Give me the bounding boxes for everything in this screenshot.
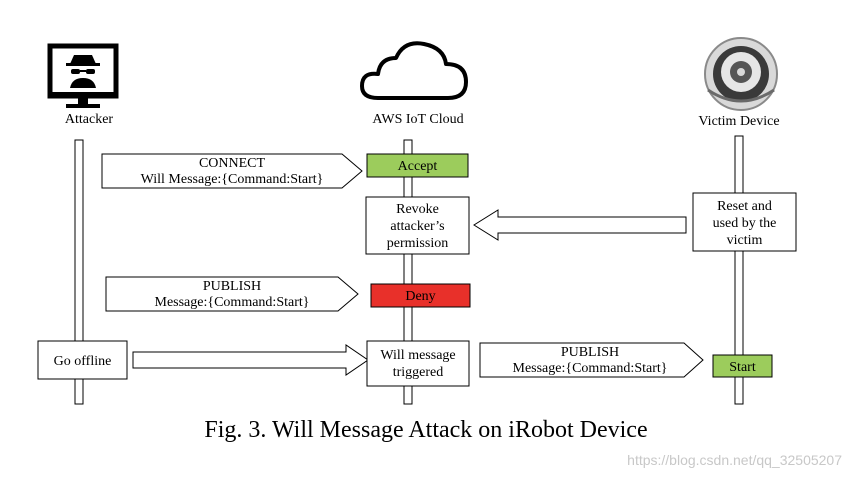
- cloud-lifeline: [403, 139, 413, 405]
- publish-cloud-line-2: Message:{Command:Start}: [513, 361, 668, 376]
- revoke-line-1: Revoke: [396, 202, 439, 217]
- revoke-line-2: attacker’s: [390, 219, 444, 234]
- publish-cloud-line-1: PUBLISH: [561, 345, 619, 360]
- start-label: Start: [729, 360, 756, 375]
- victim-lifeline: [734, 135, 744, 405]
- revoke-arrow: [473, 209, 687, 241]
- reset-line-2: used by the: [713, 216, 777, 231]
- figure-caption: Fig. 3. Will Message Attack on iRobot De…: [204, 417, 648, 443]
- deny-box: Deny: [370, 283, 471, 308]
- revoke-box: Revoke attacker’s permission: [365, 196, 470, 255]
- cloud-icon: [360, 41, 468, 100]
- connect-arrow: CONNECT Will Message:{Command:Start}: [101, 153, 363, 189]
- reset-box: Reset and used by the victim: [692, 192, 797, 252]
- robot-vacuum-icon: [704, 37, 778, 111]
- will-triggered-line-2: triggered: [393, 365, 444, 380]
- publish-attacker-line-2: Message:{Command:Start}: [155, 295, 310, 310]
- accept-label: Accept: [398, 159, 438, 174]
- publish-attacker-arrow: PUBLISH Message:{Command:Start}: [105, 276, 359, 312]
- cloud-label: AWS IoT Cloud: [372, 112, 463, 127]
- go-offline-box: Go offline: [37, 340, 128, 380]
- deny-label: Deny: [405, 289, 435, 304]
- will-triggered-line-1: Will message: [380, 348, 455, 363]
- attacker-label: Attacker: [65, 112, 114, 127]
- reset-line-3: victim: [727, 233, 763, 248]
- will-triggered-box: Will message triggered: [366, 340, 470, 387]
- victim-label: Victim Device: [698, 114, 779, 129]
- accept-box: Accept: [366, 153, 469, 178]
- attacker-lifeline: [74, 139, 84, 405]
- connect-line-1: CONNECT: [199, 156, 266, 171]
- offline-arrow: [132, 344, 369, 376]
- start-box: Start: [712, 354, 773, 378]
- hacker-monitor-icon: [47, 43, 119, 108]
- reset-line-1: Reset and: [717, 199, 772, 214]
- watermark-text: https://blog.csdn.net/qq_32505207: [627, 452, 842, 468]
- go-offline-label: Go offline: [54, 354, 112, 369]
- connect-line-2: Will Message:{Command:Start}: [141, 172, 324, 187]
- revoke-line-3: permission: [387, 236, 448, 251]
- publish-attacker-line-1: PUBLISH: [203, 279, 261, 294]
- publish-cloud-arrow: PUBLISH Message:{Command:Start}: [479, 342, 704, 378]
